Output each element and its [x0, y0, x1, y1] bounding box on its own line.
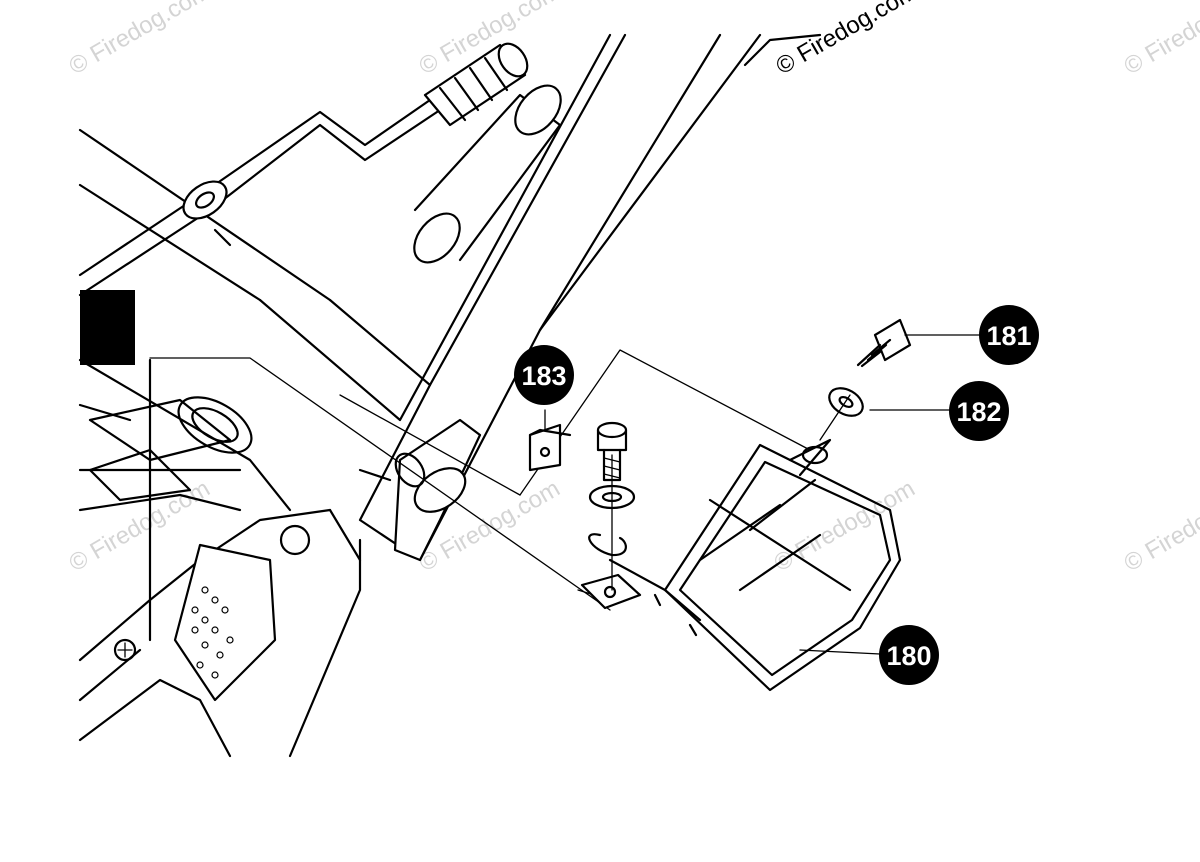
- watermark-1: © Firedog.com: [65, 0, 215, 80]
- callout-182-circle: [949, 381, 1009, 441]
- clip-nut-part: [528, 423, 572, 472]
- callout-180: 180: [879, 625, 939, 685]
- wire-bracket-part: [608, 438, 902, 692]
- callout-181-circle: [979, 305, 1039, 365]
- watermarks: © Firedog.com © Firedog.com © Firedog.co…: [65, 0, 1200, 577]
- callout-182-label: 182: [956, 397, 1001, 427]
- vent-block: [80, 290, 135, 365]
- handle-grip: [423, 42, 529, 127]
- watermark-6: © Firedog.com: [770, 475, 920, 577]
- callout-181: 181: [979, 305, 1039, 365]
- handle-rod: [78, 42, 529, 297]
- watermark-7: © Firedog.com: [1120, 475, 1200, 577]
- callout-183: 183: [514, 345, 574, 405]
- mesh-holes: [191, 586, 234, 679]
- callout-180-label: 180: [886, 641, 931, 671]
- bolt-stack: [580, 421, 642, 610]
- washer-part: [819, 387, 864, 441]
- callout-lines: [799, 334, 981, 655]
- callout-183-circle: [514, 345, 574, 405]
- watermark-dark: © Firedog.com: [772, 0, 922, 80]
- callout-181-label: 181: [986, 321, 1031, 351]
- callout-182: 182: [949, 381, 1009, 441]
- callout-183-label: 183: [521, 361, 566, 391]
- callout-180-circle: [879, 625, 939, 685]
- watermark-4: © Firedog.com: [65, 475, 215, 577]
- mower-body: [78, 128, 362, 758]
- spring-tube: [413, 84, 562, 264]
- watermark-3: © Firedog.com: [1120, 0, 1200, 80]
- screw-part: [856, 318, 912, 368]
